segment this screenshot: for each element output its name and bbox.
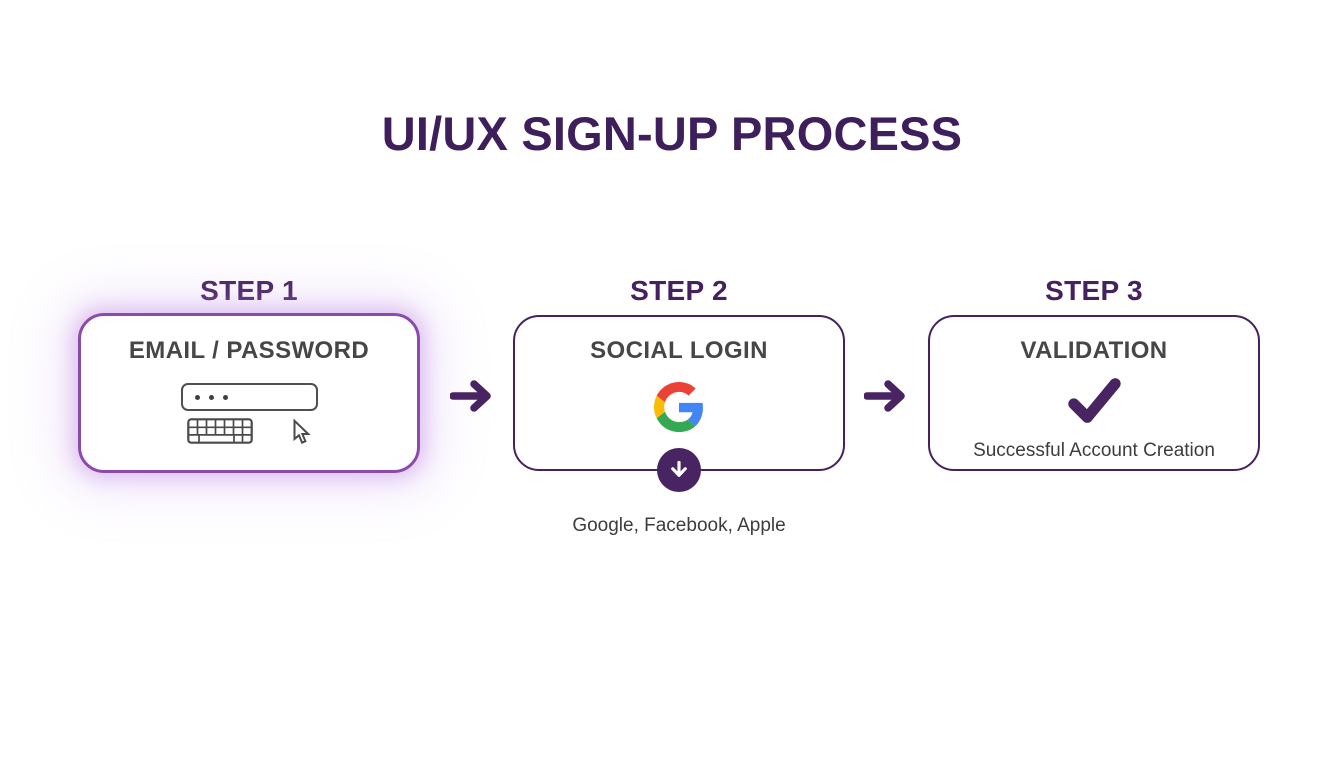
step-2-heading: SOCIAL LOGIN (590, 337, 768, 364)
down-arrow-badge (657, 448, 701, 492)
step-3-label: STEP 3 (1045, 275, 1143, 306)
step-2-caption: Google, Facebook, Apple (572, 515, 786, 536)
step-3-caption: Successful Account Creation (973, 440, 1215, 461)
step-3-heading: VALIDATION (1020, 337, 1168, 364)
step-1-card: EMAIL / PASSWORD (78, 313, 420, 473)
password-dot (194, 394, 200, 400)
step-3-card: VALIDATION Successful Account Creation (928, 315, 1260, 471)
password-field-icon (180, 383, 318, 411)
page-title: UI/UX SIGN-UP PROCESS (381, 107, 963, 160)
right-arrow-icon (864, 380, 905, 412)
step-2-card: SOCIAL LOGIN (513, 315, 845, 492)
password-dot (222, 394, 228, 400)
step-1-icons-row (187, 418, 311, 445)
step-1-heading: EMAIL / PASSWORD (128, 337, 370, 364)
google-logo-icon (654, 382, 703, 432)
down-arrow-icon (671, 460, 687, 477)
password-dot (208, 394, 214, 400)
keyboard-icon (187, 418, 253, 444)
checkmark-icon (1068, 378, 1121, 423)
cursor-icon (293, 419, 311, 445)
step-2-label: STEP 2 (630, 275, 728, 306)
step-1-label: STEP 1 (200, 275, 298, 306)
right-arrow-icon (450, 380, 491, 412)
